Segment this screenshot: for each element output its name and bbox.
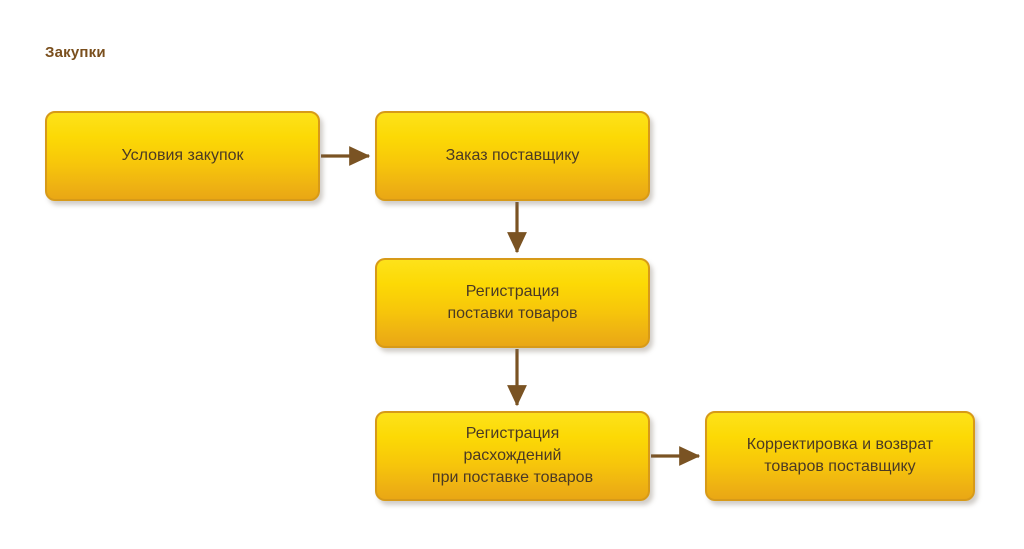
flow-node-registratsiya-postavki[interactable]: Регистрация поставки товаров (375, 258, 650, 348)
flow-node-registratsiya-raskhozhdeniy[interactable]: Регистрация расхождений при поставке тов… (375, 411, 650, 501)
page-title: Закупки (45, 44, 106, 61)
flow-node-korrektirovka-vozvrat[interactable]: Корректировка и возврат товаров поставщи… (705, 411, 975, 501)
flow-node-usloviya-zakupok[interactable]: Условия закупок (45, 111, 320, 201)
flow-node-zakaz-postavshchiku[interactable]: Заказ поставщику (375, 111, 650, 201)
